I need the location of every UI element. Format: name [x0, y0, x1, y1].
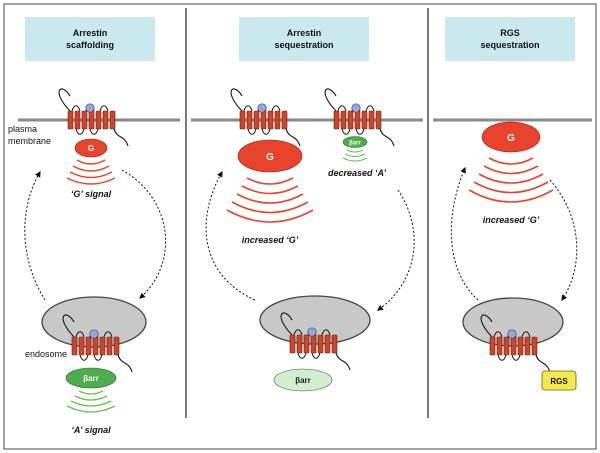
panel-rgs-sequestration: RGS sequestration G increased ‘G’ RGS — [433, 17, 592, 391]
g-signal-label: ‘G’ signal — [71, 189, 112, 199]
panel-1-g-signal-arcs — [66, 159, 116, 185]
panel-arrestin-scaffolding: Arrestin scaffolding plasma membrane G ‘… — [8, 17, 180, 435]
panel-3-title-line2: sequestration — [480, 40, 539, 50]
panel-1-g-label: G — [88, 144, 94, 153]
panel-2-g-label: G — [266, 152, 274, 163]
plasma-membrane-label-2: membrane — [8, 136, 51, 146]
panel-1-title-box — [25, 17, 155, 61]
panel-arrestin-sequestration: Arrestin sequestration G increased ‘G’ β… — [191, 17, 423, 392]
panel-2-g-protein — [237, 139, 303, 173]
panel-1-a-signal-arcs — [66, 390, 116, 413]
panel-3-increased-g-label: increased ‘G’ — [483, 215, 540, 225]
panel-2-title-line1: Arrestin — [287, 28, 322, 38]
panel-2-membrane-arrestin-label: βarr — [349, 141, 361, 147]
panel-2-arrestin-light-label: βarr — [295, 376, 311, 385]
panel-2-cycle-arrow-up — [205, 170, 256, 301]
panel-1-title-line2: scaffolding — [66, 40, 114, 50]
panel-2-increased-g-arcs — [226, 177, 314, 223]
panel-2-arrestin-light — [273, 368, 333, 392]
panel-1-arrestin — [65, 367, 117, 389]
panel-1-cycle-arrow-down — [121, 169, 167, 299]
panel-1-arrestin-label: βarr — [83, 374, 99, 383]
panel-1-title-line1: Arrestin — [73, 28, 108, 38]
panel-2-membrane-receptor-left — [230, 88, 301, 147]
panel-3-title-line1: RGS — [500, 28, 520, 38]
panel-2-membrane-arrestin — [342, 136, 368, 148]
panel-1-membrane-receptor — [58, 88, 129, 147]
panel-3-g-protein — [481, 121, 541, 153]
panel-2-decreased-a-arcs — [342, 149, 368, 162]
panel-2-increased-g-label: increased ‘G’ — [242, 235, 299, 245]
panel-1-cycle-arrow-up — [24, 170, 46, 301]
panel-3-rgs-box — [541, 370, 577, 391]
panel-3-increased-g-arcs — [468, 157, 554, 203]
panel-2-title-box — [239, 17, 369, 61]
panel-3-cycle-arrow-up — [450, 166, 479, 301]
plasma-membrane-label-1: plasma — [8, 124, 37, 134]
panel-2-decreased-a-label: decreased ‘A’ — [328, 168, 387, 178]
panel-1-g-protein — [74, 138, 108, 158]
panel-3-cycle-arrow-down — [549, 179, 578, 301]
panel-2-title-line2: sequestration — [274, 40, 333, 50]
figure-frame — [3, 3, 597, 450]
panel-3-title-box — [445, 17, 575, 61]
endosome-label: endosome — [25, 349, 67, 359]
a-signal-label: ‘A’ signal — [71, 425, 111, 435]
panel-2-cycle-arrow-down — [377, 189, 415, 311]
panel-3-g-label: G — [507, 133, 515, 144]
panel-3-rgs-label: RGS — [550, 377, 568, 386]
